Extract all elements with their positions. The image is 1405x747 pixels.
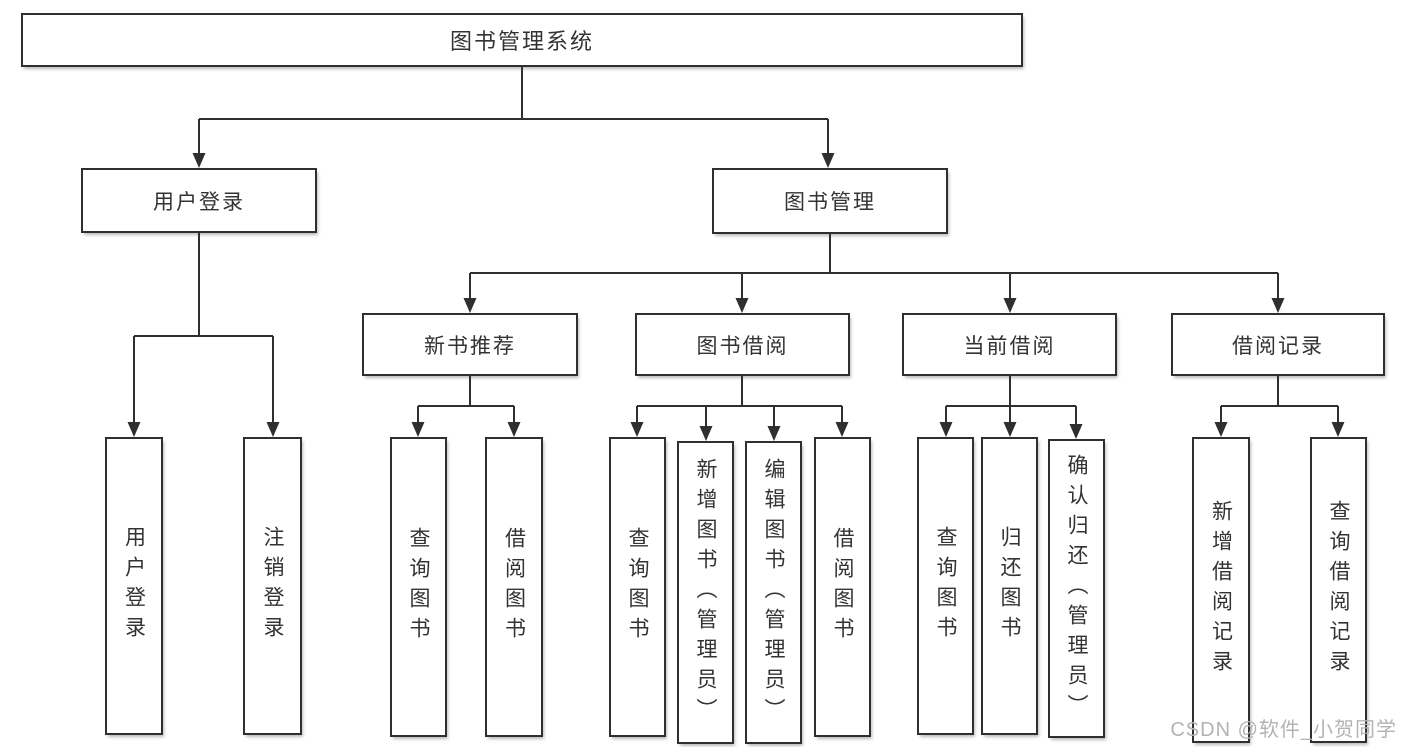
node-leaf-query-borrow-record-label: 查询借阅记录 [1327, 500, 1350, 680]
arrow-down-icon [1069, 424, 1083, 439]
node-leaf-user-login: 用户登录 [105, 437, 163, 735]
node-book-management-group: 图书管理 [712, 168, 948, 234]
node-leaf-return-book-label: 归还图书 [998, 526, 1021, 646]
connector-book-borrow-group [630, 376, 849, 441]
arrow-down-icon [767, 426, 781, 441]
arrow-down-icon [699, 426, 713, 441]
node-leaf-query-borrow-record: 查询借阅记录 [1310, 437, 1367, 743]
node-leaf-query-book-rec-label: 查询图书 [407, 527, 430, 647]
node-leaf-borrow-book-label: 借阅图书 [831, 527, 854, 647]
node-leaf-confirm-return-admin: 确认归还（管理员） [1048, 439, 1105, 738]
node-leaf-add-borrow-record-label: 新增借阅记录 [1209, 500, 1233, 680]
connector-user-login-group [127, 233, 280, 437]
node-leaf-return-book: 归还图书 [981, 437, 1038, 735]
node-current-borrow: 当前借阅 [902, 313, 1117, 376]
node-leaf-user-login-label: 用户登录 [122, 526, 146, 646]
node-leaf-query-book-rec: 查询图书 [390, 437, 447, 737]
arrow-down-icon [1214, 422, 1228, 437]
arrow-down-icon [1003, 422, 1017, 437]
node-leaf-query-book-current-label: 查询图书 [934, 526, 957, 646]
arrow-down-icon [1271, 298, 1285, 313]
arrow-down-icon [821, 153, 835, 168]
arrow-down-icon [507, 422, 521, 437]
arrow-down-icon [463, 298, 477, 313]
node-book-management-group-label: 图书管理 [784, 191, 876, 214]
arrow-down-icon [266, 422, 280, 437]
node-new-book-recommend-label: 新书推荐 [424, 334, 516, 358]
arrow-down-icon [630, 422, 644, 437]
csdn-watermark: CSDN @软件_小贺同学 [1170, 719, 1397, 741]
node-leaf-borrow-book: 借阅图书 [814, 437, 871, 737]
node-user-login-group: 用户登录 [81, 168, 317, 233]
node-leaf-query-book-borrow-label: 查询图书 [626, 527, 649, 647]
node-leaf-query-book-current: 查询图书 [917, 437, 974, 735]
node-book-borrow: 图书借阅 [635, 313, 850, 376]
node-leaf-edit-book-admin: 编辑图书（管理员） [745, 441, 802, 744]
arrow-down-icon [1331, 422, 1345, 437]
arrow-down-icon [735, 298, 749, 313]
connector-borrow-records-group [1214, 376, 1345, 437]
arrow-down-icon [939, 422, 953, 437]
node-leaf-add-borrow-record: 新增借阅记录 [1192, 437, 1250, 743]
arrow-down-icon [1003, 298, 1017, 313]
arrow-down-icon [835, 422, 849, 437]
connector-root-to-level2 [192, 67, 835, 168]
node-leaf-borrow-book-rec-label: 借阅图书 [502, 527, 526, 647]
node-root-label: 图书管理系统 [449, 29, 594, 54]
node-leaf-edit-book-admin-label: 编辑图书（管理员） [762, 457, 785, 728]
node-leaf-logout-label: 注销登录 [261, 526, 284, 646]
arrow-down-icon [192, 153, 206, 168]
node-leaf-borrow-book-rec: 借阅图书 [485, 437, 543, 737]
node-leaf-add-book-admin: 新增图书（管理员） [677, 441, 734, 744]
node-new-book-recommend: 新书推荐 [362, 313, 578, 376]
node-leaf-confirm-return-admin-label: 确认归还（管理员） [1065, 453, 1088, 724]
connector-new-book-rec-group [411, 376, 521, 437]
node-leaf-query-book-borrow: 查询图书 [609, 437, 666, 737]
node-borrow-records-label: 借阅记录 [1232, 334, 1324, 358]
arrow-down-icon [127, 422, 141, 437]
node-current-borrow-label: 当前借阅 [963, 334, 1056, 358]
connector-book-management-group [463, 234, 1285, 313]
node-leaf-add-book-admin-label: 新增图书（管理员） [694, 457, 717, 728]
node-root: 图书管理系统 [21, 13, 1023, 67]
node-leaf-logout: 注销登录 [243, 437, 302, 735]
node-book-borrow-label: 图书借阅 [696, 334, 789, 358]
node-borrow-records: 借阅记录 [1171, 313, 1385, 376]
node-user-login-group-label: 用户登录 [153, 190, 245, 214]
connector-current-borrow-group [939, 376, 1083, 439]
arrow-down-icon [411, 422, 425, 437]
